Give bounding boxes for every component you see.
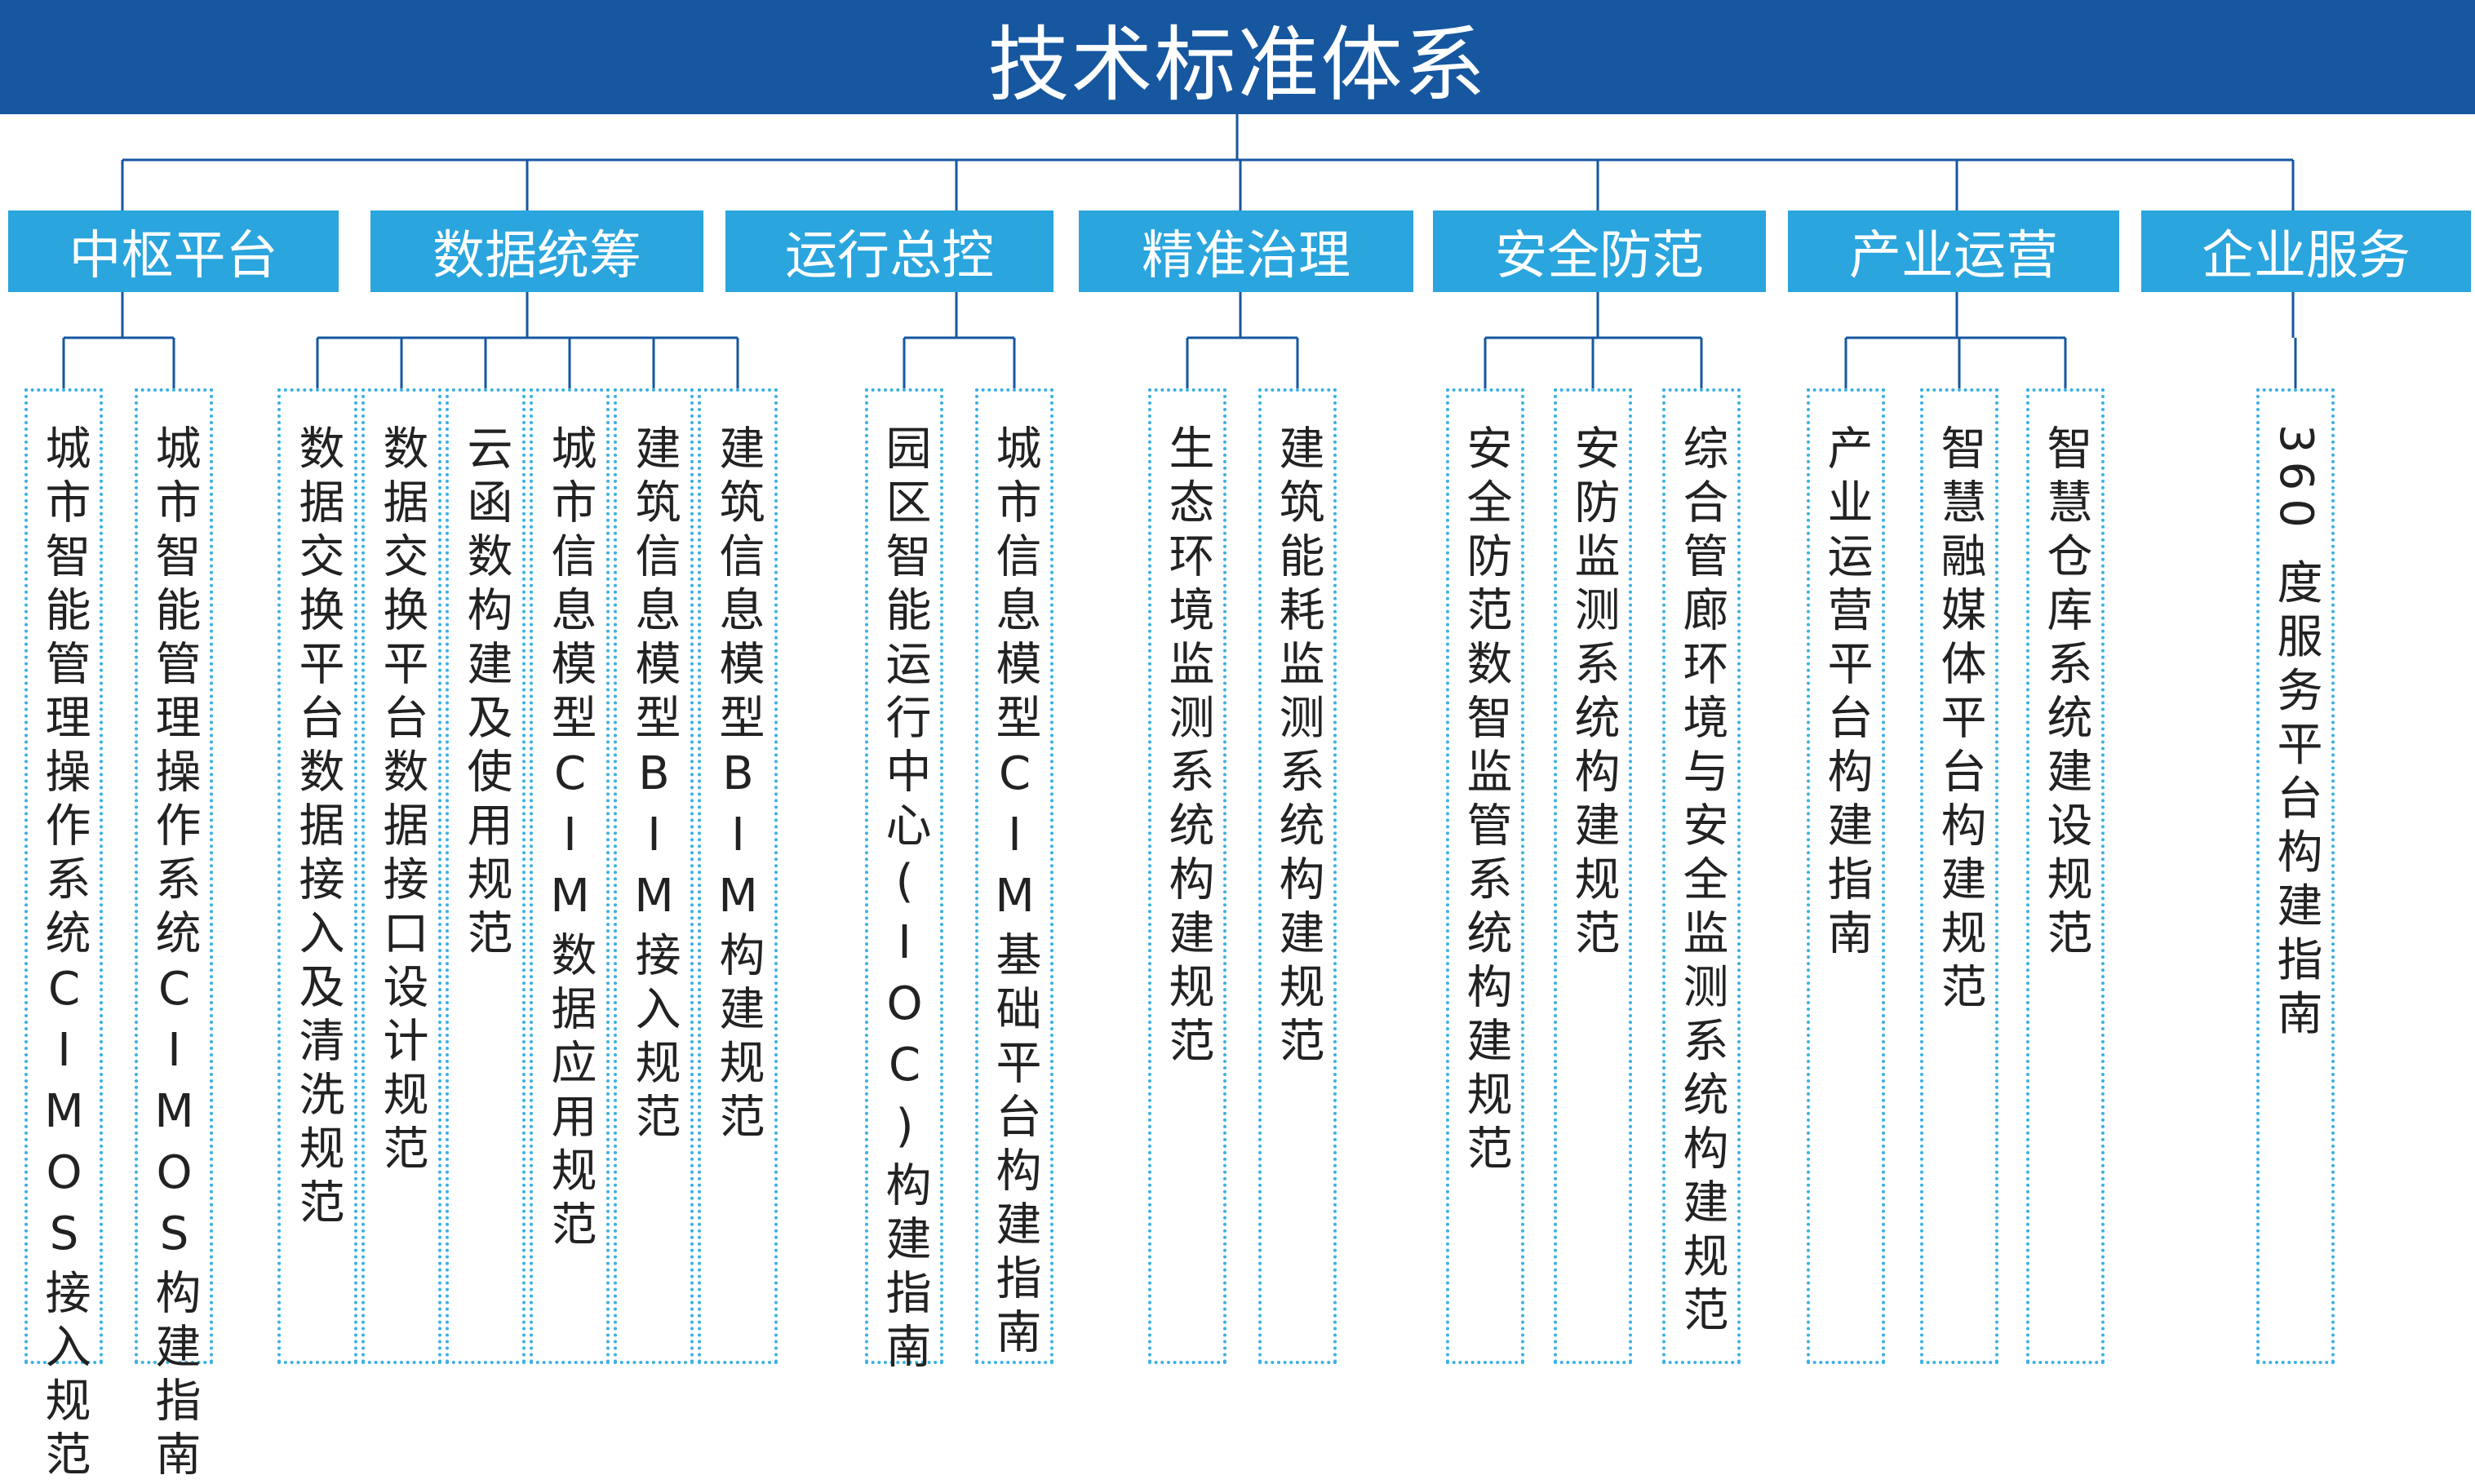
standard-item: 城市信息模型CIM基础平台构建指南 — [975, 388, 1053, 1364]
standard-item: 建筑信息模型BIM构建规范 — [698, 388, 778, 1364]
standard-item-label: 安全防范数智监管系统构建规范 — [1459, 424, 1512, 1178]
category-box: 安全防范 — [1433, 210, 1766, 292]
standard-item-label: 建筑信息模型BIM接入规范 — [628, 424, 681, 1146]
standard-item: 城市智能管理操作系统CIMOS接入规范 — [24, 388, 103, 1484]
standard-item-label: 智慧融媒体平台构建规范 — [1933, 424, 1986, 1017]
standard-item: 智慧融媒体平台构建规范 — [1920, 388, 1998, 1364]
standard-item-label: 数据交换平台数据接入及清洗规范 — [291, 424, 344, 1232]
standard-item: 城市信息模型CIM数据应用规范 — [530, 388, 610, 1364]
category-box: 产业运营 — [1788, 210, 2119, 292]
standard-item: 园区智能运行中心(IOC)构建指南 — [865, 388, 943, 1376]
standard-item: 产业运营平台构建指南 — [1807, 388, 1885, 1364]
standard-item-label: 产业运营平台构建指南 — [1820, 424, 1873, 963]
category-box: 企业服务 — [2141, 210, 2471, 292]
connector-lines — [62, 114, 2297, 388]
standard-item: 云函数构建及使用规范 — [446, 388, 526, 1364]
category-box: 精准治理 — [1079, 210, 1413, 292]
standard-item-label: 城市智能管理操作系统CIMOS构建指南 — [148, 424, 201, 1484]
standard-item-label: 园区智能运行中心(IOC)构建指南 — [878, 424, 931, 1376]
standard-item-label: 城市智能管理操作系统CIMOS接入规范 — [38, 424, 91, 1484]
standard-item: 综合管廊环境与安全监测系统构建规范 — [1662, 388, 1741, 1364]
standard-item: 安防监测系统构建规范 — [1554, 388, 1632, 1364]
standard-item: 建筑信息模型BIM接入规范 — [614, 388, 694, 1364]
standard-item: 建筑能耗监测系统构建规范 — [1258, 388, 1337, 1364]
standard-item-label: 智慧仓库系统建设规范 — [2039, 424, 2092, 963]
standard-item-label: 城市信息模型CIM基础平台构建指南 — [988, 424, 1041, 1362]
standard-item-label: 综合管廊环境与安全监测系统构建规范 — [1675, 424, 1728, 1340]
standard-item-label: 城市信息模型CIM数据应用规范 — [543, 424, 597, 1254]
diagram-title: 技术标准体系 — [0, 0, 2475, 114]
category-box: 中枢平台 — [8, 210, 339, 292]
standard-item: 智慧仓库系统建设规范 — [2026, 388, 2105, 1364]
standard-item-label: 建筑能耗监测系统构建规范 — [1271, 424, 1324, 1070]
category-box: 运行总控 — [725, 210, 1053, 292]
standard-item-label: 建筑信息模型BIM构建规范 — [712, 424, 765, 1146]
standard-item-label: 生态环境监测系统构建规范 — [1161, 424, 1214, 1070]
standard-item: 360 度服务平台构建指南 — [2256, 388, 2335, 1364]
standard-item-label: 数据交换平台数据接口设计规范 — [375, 424, 428, 1178]
standard-item: 生态环境监测系统构建规范 — [1148, 388, 1226, 1364]
standard-item-label: 云函数构建及使用规范 — [459, 424, 512, 963]
standard-item: 城市智能管理操作系统CIMOS构建指南 — [135, 388, 213, 1484]
category-box: 数据统筹 — [370, 210, 703, 292]
standard-item-label: 安防监测系统构建规范 — [1567, 424, 1620, 963]
standard-item: 安全防范数智监管系统构建规范 — [1446, 388, 1524, 1364]
standard-item-label: 360 度服务平台构建指南 — [2269, 424, 2322, 1043]
standard-item: 数据交换平台数据接口设计规范 — [361, 388, 441, 1364]
standard-item: 数据交换平台数据接入及清洗规范 — [277, 388, 357, 1364]
